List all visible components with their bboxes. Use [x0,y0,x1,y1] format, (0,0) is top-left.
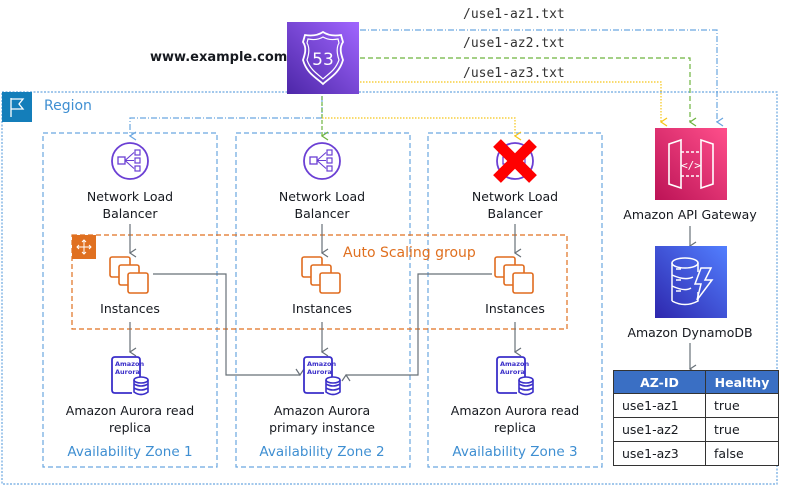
region-flag-icon [2,92,32,122]
auto-scaling-icon [72,235,96,259]
table-row: use1-az3 false [613,441,779,466]
nlb-label: Network Load Balancer [278,189,366,221]
cell-healthy: true [705,417,779,442]
aurora-icon[interactable]: Amazon Aurora [495,355,537,397]
aurora-icon[interactable]: Amazon Aurora [302,355,344,397]
region-label: Region [44,98,92,114]
header-healthy: Healthy [705,370,779,394]
domain-name-label: www.example.com [150,50,288,65]
nlb-label: Network Load Balancer [471,189,559,221]
failure-x-icon [491,137,539,185]
network-load-balancer-icon[interactable] [110,141,150,181]
table-row: use1-az1 true [613,393,779,418]
svg-text:Aurora: Aurora [307,368,332,376]
route-path-az2: /use1-az2.txt [463,36,565,51]
api-gateway-label: Amazon API Gateway [623,207,757,222]
route53-label: 53 [312,50,334,70]
nlb-label: Network Load Balancer [86,189,174,221]
aurora-label: Amazon Aurora read replica [65,403,195,435]
svg-text:Amazon: Amazon [500,360,529,368]
ec2-instances-icon[interactable] [108,255,152,295]
table-row: use1-az2 true [613,417,779,442]
svg-text:Amazon: Amazon [115,360,144,368]
asg-label: Auto Scaling group [343,245,476,261]
svg-text:Aurora: Aurora [500,368,525,376]
az-label: Availability Zone 3 [452,444,578,460]
aurora-label: Amazon Aurora primary instance [269,403,375,435]
ec2-instances-icon[interactable] [493,255,537,295]
route53-to-nlb3 [322,117,522,141]
health-table: AZ-ID Healthy use1-az1 true use1-az2 tru… [613,370,779,466]
cell-az-id: use1-az1 [613,393,706,418]
network-load-balancer-icon[interactable] [302,141,342,181]
cell-healthy: false [705,441,779,466]
ec2-instances-icon[interactable] [300,255,344,295]
api-gateway-icon[interactable]: </> [655,128,727,200]
instances-label: Instances [292,301,352,316]
instances-label: Instances [485,301,545,316]
svg-text:Aurora: Aurora [115,368,140,376]
cell-az-id: use1-az2 [613,417,706,442]
dynamodb-label: Amazon DynamoDB [627,325,753,340]
route-path-az1: /use1-az1.txt [463,7,565,22]
az-label: Availability Zone 1 [67,444,193,460]
route53-icon[interactable]: 53 [287,22,359,94]
aurora-label: Amazon Aurora read replica [450,403,580,435]
route-path-az3: /use1-az3.txt [463,66,565,81]
route-az3-line [360,81,668,127]
header-az-id: AZ-ID [613,370,706,394]
instances-label: Instances [100,301,160,316]
cell-az-id: use1-az3 [613,441,706,466]
aurora-icon[interactable]: Amazon Aurora [110,355,152,397]
svg-text:</>: </> [681,159,701,172]
svg-text:Amazon: Amazon [307,360,336,368]
cell-healthy: true [705,393,779,418]
route53-to-nlb1 [128,96,323,141]
dynamodb-icon[interactable] [655,246,727,318]
az-label: Availability Zone 2 [259,444,385,460]
